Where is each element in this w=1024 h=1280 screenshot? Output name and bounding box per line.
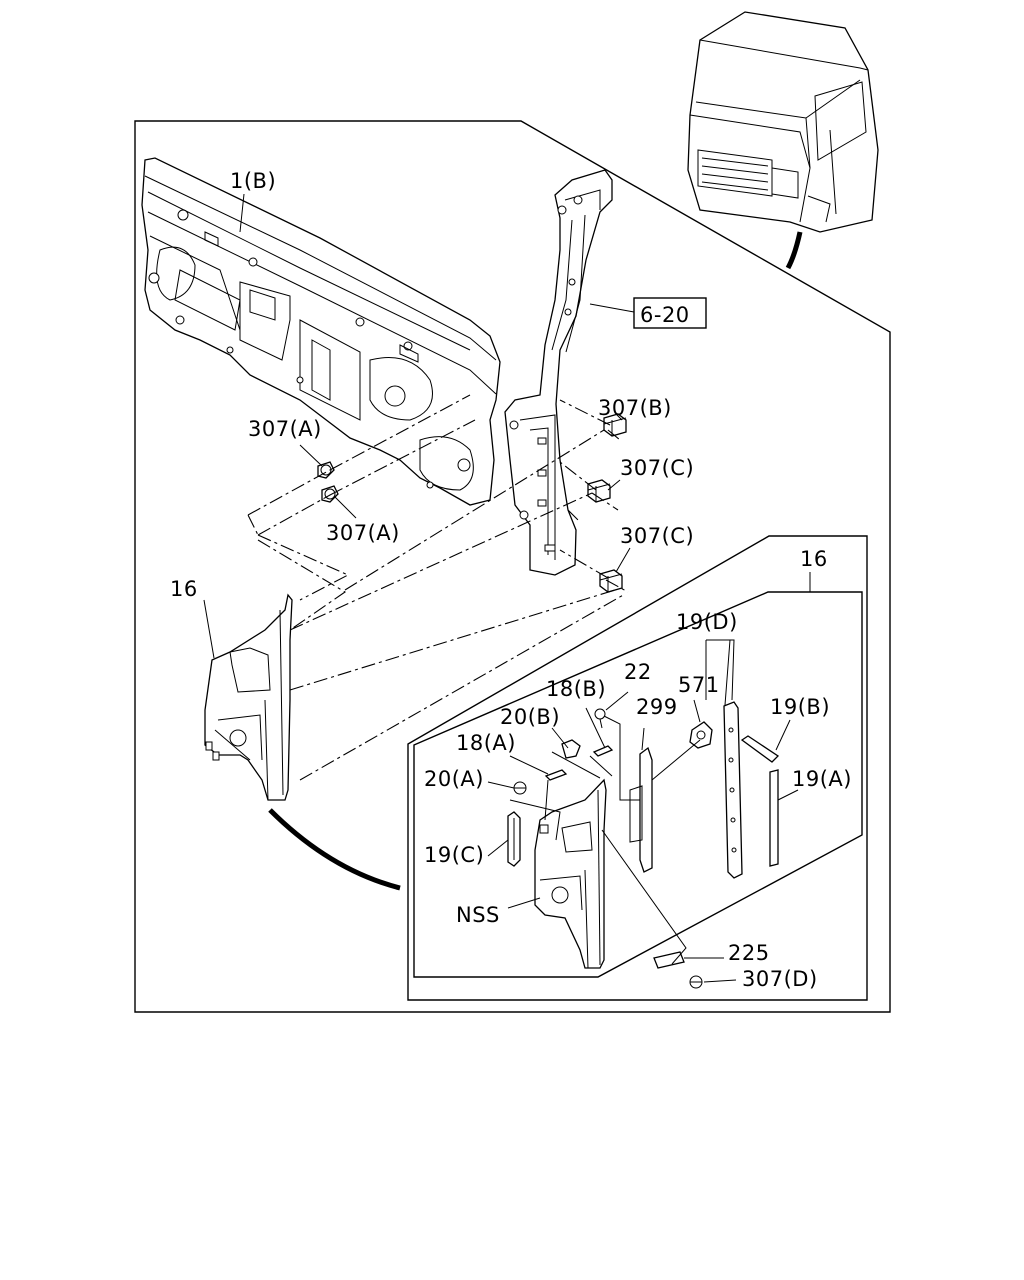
outer-frame bbox=[134, 120, 891, 1013]
label-trim-16-left: 16 bbox=[170, 577, 198, 601]
label-plug-18b: 18(B) bbox=[546, 677, 606, 701]
cowl-panel bbox=[141, 157, 501, 506]
cover-225-part bbox=[653, 951, 685, 969]
label-clip-307d: 307(D) bbox=[742, 967, 818, 991]
trim-panel-detail bbox=[534, 778, 607, 969]
label-strip-19c: 19(C) bbox=[424, 843, 484, 867]
label-pillar-ref: 6-20 bbox=[640, 303, 690, 327]
label-strip-19a: 19(A) bbox=[792, 767, 852, 791]
a-pillar bbox=[504, 169, 613, 576]
label-nss: NSS bbox=[456, 903, 500, 927]
clip-307d-part bbox=[689, 975, 703, 989]
bracket-299-part bbox=[629, 746, 653, 873]
label-fastener-571: 571 bbox=[678, 673, 720, 697]
plug-18a-part bbox=[544, 769, 568, 781]
label-cowl-panel: 1(B) bbox=[230, 169, 276, 193]
pillar-ref-box bbox=[633, 297, 707, 329]
label-clip-20b: 20(B) bbox=[500, 705, 560, 729]
screw-22-part bbox=[594, 708, 606, 729]
clip-20b-part bbox=[561, 739, 581, 759]
plug-18b-part bbox=[592, 745, 614, 757]
clip-307c-lower bbox=[599, 569, 623, 593]
strip-19d-part bbox=[723, 701, 743, 879]
strip-19b-part bbox=[740, 735, 780, 763]
label-bracket-299: 299 bbox=[636, 695, 678, 719]
strip-19c-part bbox=[507, 811, 521, 867]
label-cover-225: 225 bbox=[728, 941, 770, 965]
label-clip-307a-upper: 307(A) bbox=[248, 417, 322, 441]
label-clip-20a: 20(A) bbox=[424, 767, 484, 791]
detail-frame bbox=[407, 535, 868, 1001]
strip-19a-part bbox=[769, 769, 779, 867]
detail-inner-frame bbox=[413, 591, 863, 978]
label-strip-19b: 19(B) bbox=[770, 695, 830, 719]
label-screw-22: 22 bbox=[624, 660, 652, 684]
label-clip-307b: 307(B) bbox=[598, 396, 672, 420]
clip-307a-lower bbox=[321, 485, 339, 503]
callout-leader-lines bbox=[203, 193, 811, 983]
label-plug-18a: 18(A) bbox=[456, 731, 516, 755]
clip-20a-part bbox=[513, 781, 527, 795]
clip-307c-upper bbox=[587, 479, 611, 503]
detail-pointer bbox=[268, 808, 401, 891]
label-clip-307c-upper: 307(C) bbox=[620, 456, 694, 480]
detail-leader-lines bbox=[509, 639, 731, 965]
truck-cab-illustration bbox=[687, 11, 879, 270]
alignment-lines bbox=[247, 394, 629, 781]
trim-panel-left bbox=[204, 593, 293, 801]
label-clip-307c-lower: 307(C) bbox=[620, 524, 694, 548]
label-clip-307a-lower: 307(A) bbox=[326, 521, 400, 545]
label-trim-16-detail: 16 bbox=[800, 547, 828, 571]
label-weatherstrip-19d: 19(D) bbox=[676, 610, 738, 634]
fastener-571-part bbox=[689, 721, 713, 749]
